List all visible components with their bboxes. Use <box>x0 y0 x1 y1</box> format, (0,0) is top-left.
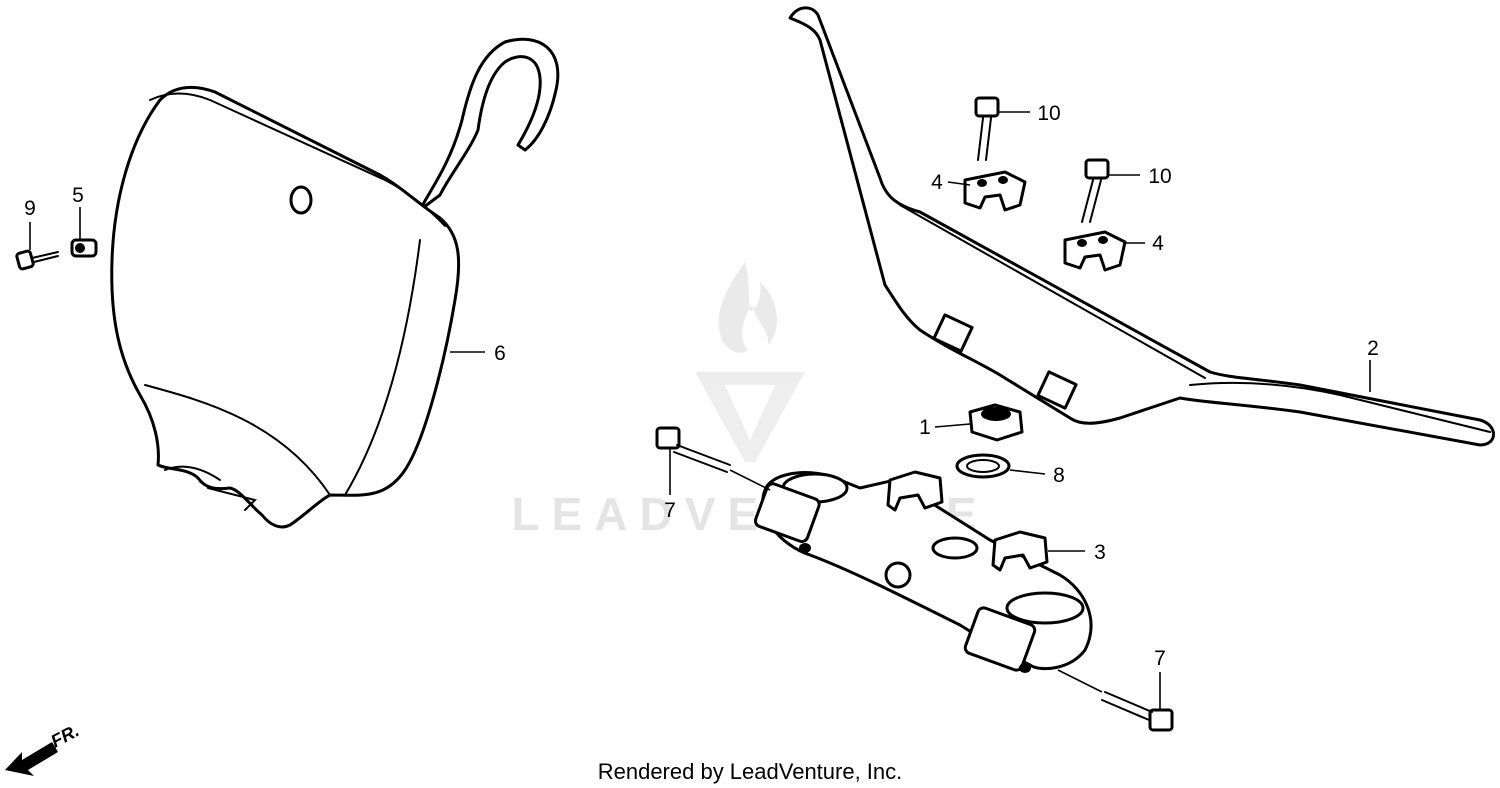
bolt-part-7-right <box>1101 691 1174 732</box>
callout-6: 6 <box>494 342 506 365</box>
top-bridge-part-3 <box>753 470 1093 673</box>
callout-1: 1 <box>919 416 931 439</box>
callout-4-lower: 4 <box>1152 232 1164 255</box>
holder-part-4-lower <box>1063 230 1127 272</box>
stem-nut-part-1 <box>968 403 1024 442</box>
washer-part-8 <box>955 453 1011 479</box>
footer-credit: Rendered by LeadVenture, Inc. <box>598 759 903 784</box>
watermark-logo <box>695 262 805 462</box>
callout-2: 2 <box>1367 337 1379 360</box>
nut-part-5 <box>70 238 98 258</box>
front-direction-arrow <box>5 742 58 776</box>
holder-part-4-upper <box>963 170 1027 212</box>
number-plate-part-6 <box>110 37 560 529</box>
callout-4-upper: 4 <box>931 171 943 194</box>
callout-5: 5 <box>72 184 84 207</box>
callout-8: 8 <box>1053 464 1065 487</box>
leader-lines <box>29 111 1371 710</box>
callout-7-right: 7 <box>1154 647 1166 670</box>
bolt-part-10-upper <box>974 96 1000 161</box>
callout-9: 9 <box>24 197 36 220</box>
bolt-part-9 <box>15 249 59 271</box>
bolt-part-10-lower <box>1081 158 1110 223</box>
callout-10-lower: 10 <box>1148 165 1171 188</box>
callout-3: 3 <box>1094 541 1106 564</box>
bolt-part-7-left <box>655 426 731 473</box>
callout-7-left: 7 <box>664 499 676 522</box>
handlebar-part-2 <box>788 6 1495 447</box>
callout-10-upper: 10 <box>1037 102 1060 125</box>
